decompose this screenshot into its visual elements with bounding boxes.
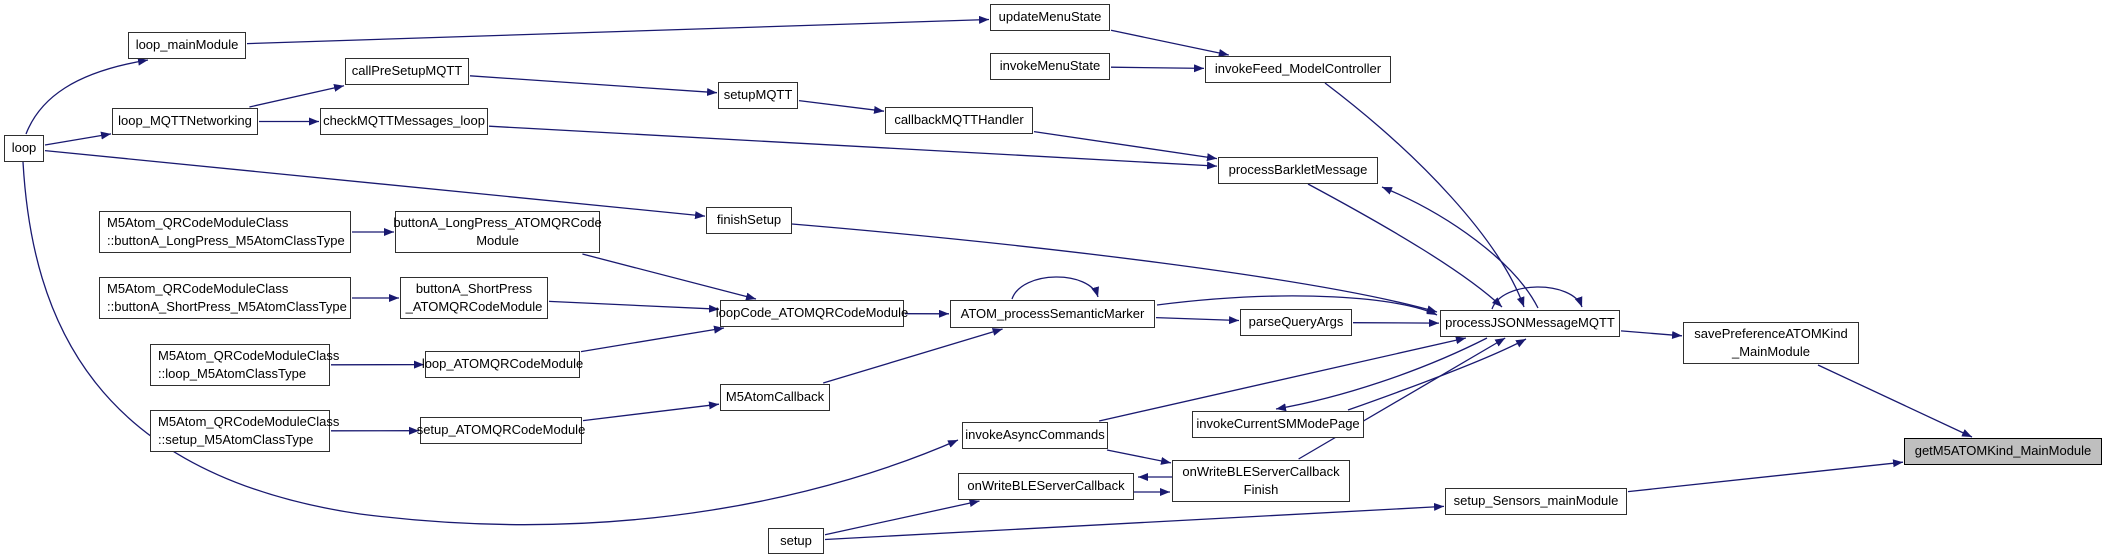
node-btnLongPress[interactable]: buttonA_LongPress_ATOMQRCode Module xyxy=(393,211,602,253)
node-loop_MQTTNetworking[interactable]: loop_MQTTNetworking xyxy=(112,108,258,135)
node-loop_mainModule[interactable]: loop_mainModule xyxy=(128,32,246,59)
edge-loop-invokeAsync xyxy=(22,161,959,526)
node-onWriteBLE[interactable]: onWriteBLEServerCallback xyxy=(958,473,1134,500)
edge-loop_MQTTNetworking-callPreSetupMQTT xyxy=(249,83,345,108)
node-finishSetup[interactable]: finishSetup xyxy=(706,207,792,234)
node-savePref[interactable]: savePreferenceATOMKind _MainModule xyxy=(1683,322,1859,364)
node-checkMQTTMessages_loop[interactable]: checkMQTTMessages_loop xyxy=(320,108,488,135)
edge-btnShortPress-loopCode xyxy=(548,300,720,313)
edge-invokeFeed-json xyxy=(1324,82,1525,308)
node-clsShortPress[interactable]: M5Atom_QRCodeModuleClass ::buttonA_Short… xyxy=(99,277,351,319)
edge-loop-loop_MQTTNetworking xyxy=(44,131,112,146)
edge-savePref-getM5 xyxy=(1817,364,1973,438)
edge-loop_mainModule-updateMenuState xyxy=(246,15,990,45)
edge-invokePage-json xyxy=(1347,338,1527,411)
edge-m5cb-atomPSM xyxy=(823,328,1003,384)
node-atomPSM[interactable]: ATOM_processSemanticMarker xyxy=(950,300,1155,328)
node-invokePage[interactable]: invokeCurrentSMModePage xyxy=(1192,411,1364,438)
edge-setupATOM-m5cb xyxy=(582,401,720,422)
edge-invokeAsync-onWriteBLEFinish xyxy=(1106,449,1172,465)
edge-json-savePref xyxy=(1620,330,1683,339)
edge-callPreSetupMQTT-setupMQTT xyxy=(469,75,718,97)
edge-atomPSM-json xyxy=(1156,295,1438,316)
edge-checkMQTTMessages_loop-processBarklet xyxy=(488,125,1218,170)
node-clsSetup[interactable]: M5Atom_QRCodeModuleClass ::setup_M5AtomC… xyxy=(150,410,339,452)
node-getM5: getM5ATOMKind_MainModule xyxy=(1904,438,2102,465)
node-invokeFeed[interactable]: invokeFeed_ModelController xyxy=(1205,56,1391,83)
node-setupMQTT[interactable]: setupMQTT xyxy=(718,82,798,109)
edge-json-json xyxy=(1491,286,1583,310)
node-json[interactable]: processJSONMessageMQTT xyxy=(1440,310,1620,337)
node-setupSensors[interactable]: setup_Sensors_mainModule xyxy=(1445,488,1627,515)
node-invokeAsync[interactable]: invokeAsyncCommands xyxy=(962,422,1108,449)
edge-atomPSM-parseQueryArgs xyxy=(1155,316,1240,325)
edge-setupMQTT-callbackMQTTHandler xyxy=(798,99,885,114)
node-m5cb[interactable]: M5AtomCallback xyxy=(720,384,830,411)
node-clsLoop[interactable]: M5Atom_QRCodeModuleClass ::loop_M5AtomCl… xyxy=(150,344,339,386)
node-loopCode[interactable]: loopCode_ATOMQRCodeModule xyxy=(716,300,908,327)
edge-loopATOM-loopCode xyxy=(580,325,725,353)
node-clsLongPress[interactable]: M5Atom_QRCodeModuleClass ::buttonA_LongP… xyxy=(99,211,351,253)
node-processBarklet[interactable]: processBarkletMessage xyxy=(1218,157,1378,184)
node-parseQueryArgs[interactable]: parseQueryArgs xyxy=(1240,309,1352,336)
edge-invokeAsync-json xyxy=(1098,336,1467,422)
node-updateMenuState[interactable]: updateMenuState xyxy=(990,4,1110,31)
edge-updateMenuState-invokeFeed xyxy=(1110,29,1229,57)
node-loop[interactable]: loop xyxy=(4,135,44,162)
edge-setupSensors-getM5 xyxy=(1627,459,1904,493)
edge-setup-setupSensors xyxy=(824,502,1445,541)
edge-json-invokePage xyxy=(1275,337,1488,412)
node-setup[interactable]: setup xyxy=(768,528,824,554)
edge-finishSetup-json xyxy=(791,223,1438,314)
node-invokeMenuState[interactable]: invokeMenuState xyxy=(990,53,1110,80)
node-setupATOM[interactable]: setup_ATOMQRCodeModule xyxy=(417,417,585,444)
edge-setup-onWriteBLE xyxy=(824,499,980,536)
node-loopATOM[interactable]: loop_ATOMQRCodeModule xyxy=(422,351,583,378)
node-onWriteBLEFinish[interactable]: onWriteBLEServerCallback Finish xyxy=(1172,460,1350,502)
edge-loop-finishSetup xyxy=(44,149,706,220)
node-callbackMQTTHandler[interactable]: callbackMQTTHandler xyxy=(885,107,1033,134)
edge-atomPSM-atomPSM xyxy=(1011,276,1099,300)
edge-btnLongPress-loopCode xyxy=(582,253,757,301)
edge-onWriteBLEFinish-json xyxy=(1298,337,1506,460)
edge-invokeMenuState-invokeFeed xyxy=(1110,64,1205,73)
edge-json-processBarklet xyxy=(1381,186,1539,309)
edge-processBarklet-json xyxy=(1307,183,1503,308)
edge-loop-loop_mainModule xyxy=(25,57,149,135)
edge-callbackMQTTHandler-processBarklet xyxy=(1033,130,1218,162)
node-btnShortPress[interactable]: buttonA_ShortPress _ATOMQRCodeModule xyxy=(400,277,548,319)
node-callPreSetupMQTT[interactable]: callPreSetupMQTT xyxy=(345,58,469,85)
